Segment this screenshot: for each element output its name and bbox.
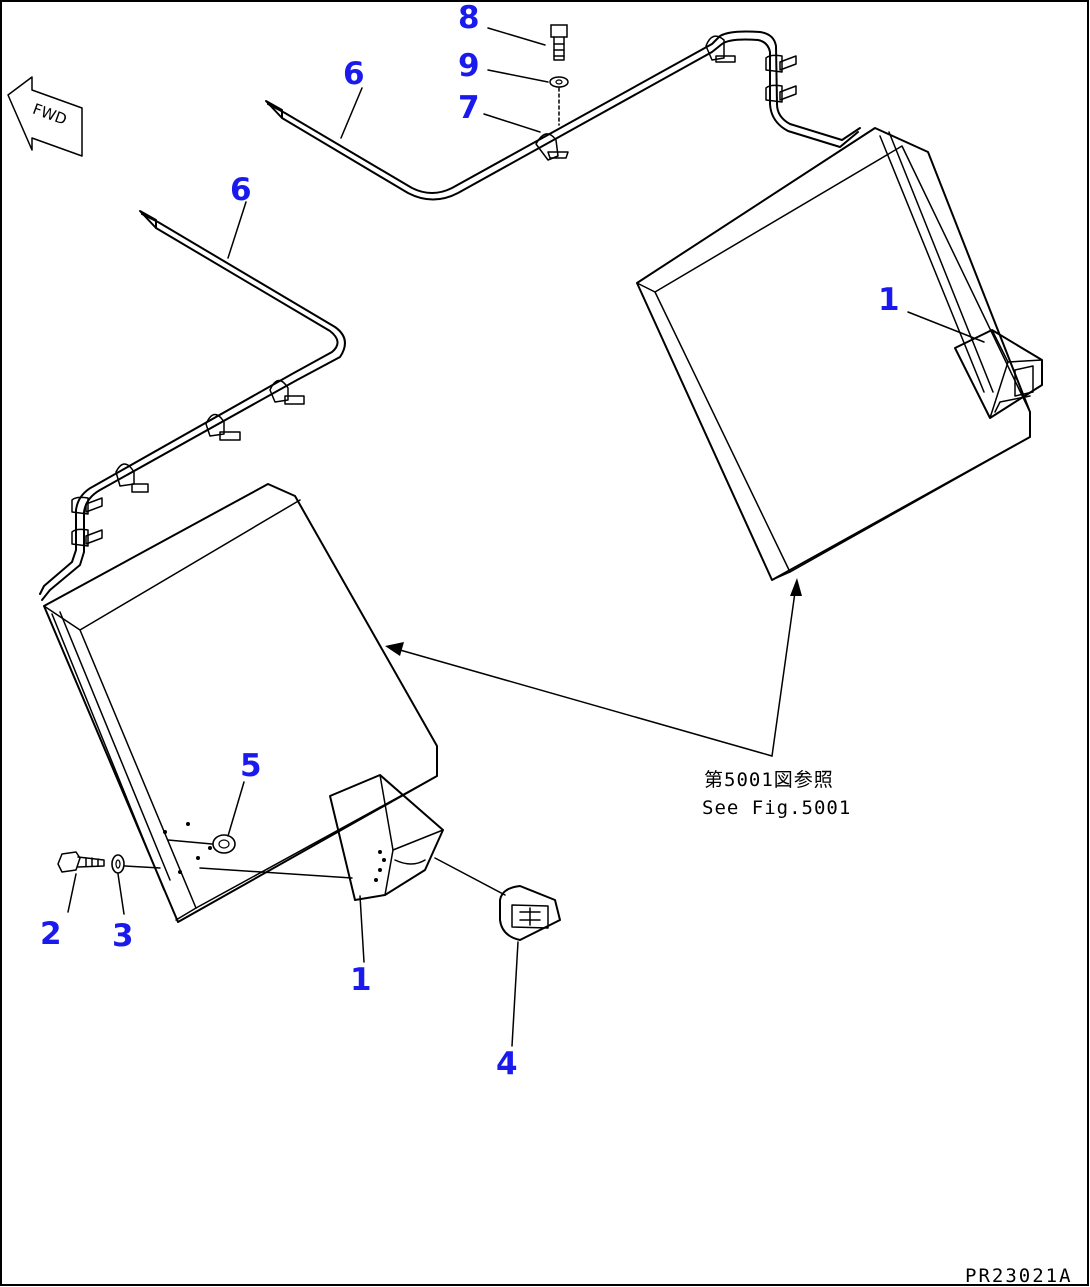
nut-item-5 bbox=[212, 834, 236, 854]
callout-6-upper: 6 bbox=[343, 56, 365, 92]
callout-4: 4 bbox=[496, 1046, 518, 1082]
hose-upper bbox=[265, 30, 861, 201]
callout-6-lower: 6 bbox=[230, 172, 252, 208]
mirror-assembly-upper bbox=[636, 127, 1043, 581]
fwd-label: FWD bbox=[30, 100, 69, 129]
callout-5: 5 bbox=[240, 748, 262, 784]
callout-3: 3 bbox=[112, 918, 134, 954]
drawing-code: PR23021A bbox=[965, 1265, 1073, 1287]
washer-item-3 bbox=[111, 854, 125, 874]
forward-direction-arrow: FWD bbox=[7, 76, 83, 157]
callout-9: 9 bbox=[458, 48, 480, 84]
washer-item-9 bbox=[549, 76, 569, 126]
callout-8: 8 bbox=[458, 0, 480, 36]
callout-leaders bbox=[67, 27, 985, 1047]
reference-note-en: See Fig.5001 bbox=[702, 797, 851, 819]
lamp-item-4 bbox=[499, 885, 561, 941]
reference-note-jp: 第5001図参照 bbox=[704, 769, 834, 791]
callout-1-lower: 1 bbox=[350, 962, 372, 998]
callout-2: 2 bbox=[40, 916, 62, 952]
callout-7: 7 bbox=[458, 90, 480, 126]
reference-arrows bbox=[385, 578, 802, 757]
bolt-item-8 bbox=[550, 24, 568, 61]
hose-lower bbox=[39, 210, 346, 601]
callout-1-upper: 1 bbox=[878, 282, 900, 318]
bolt-item-2 bbox=[57, 851, 105, 873]
mirror-assembly-lower bbox=[43, 483, 506, 923]
